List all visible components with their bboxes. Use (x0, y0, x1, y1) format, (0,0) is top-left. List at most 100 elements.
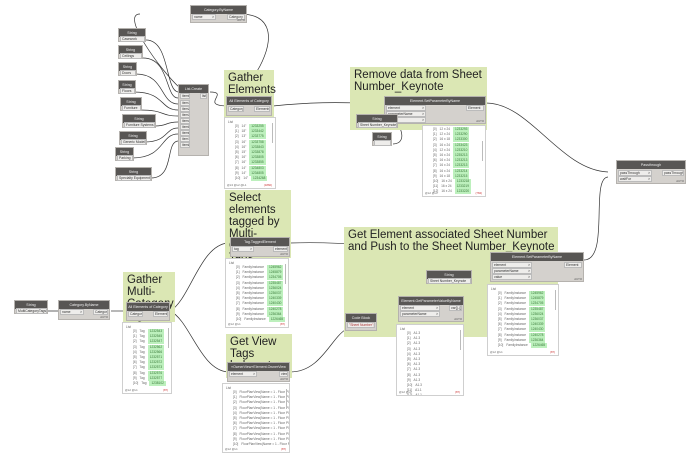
string-input[interactable]: Sheet Number_Keynote (428, 278, 471, 284)
element-id-link[interactable]: 1232576 (147, 370, 165, 376)
list-create-node[interactable]: List.Create item0 item1 item2 item3 item… (178, 84, 209, 156)
element-id-link[interactable]: 1232572 (147, 360, 165, 366)
string-input[interactable]: Ceilings (120, 53, 142, 59)
element-id-link[interactable]: 1233843 (249, 144, 266, 150)
element-id-link[interactable]: 1226465 (530, 342, 548, 348)
port-parametername[interactable]: parameterName> (492, 268, 532, 274)
set-parameter-by-name-node[interactable]: Element.SetParameterByName element> para… (384, 96, 486, 124)
get-parameter-value-node[interactable]: Element.GetParameterValueByName element>… (398, 296, 464, 322)
element-id-link[interactable]: 1240339 (528, 322, 546, 328)
port-category[interactable]: Category (93, 309, 108, 315)
port-element[interactable]: element> (229, 371, 257, 377)
element-id-link[interactable]: 1240339 (266, 296, 284, 302)
set-parameter-by-name-node-2[interactable]: Element.SetParameterByName element> para… (490, 252, 584, 282)
element-id-link[interactable]: 1234705 (266, 275, 284, 281)
port-item1[interactable]: item1 (180, 100, 190, 106)
element-id-link[interactable]: 1233215 (453, 173, 470, 179)
port-value[interactable]: value> (492, 274, 532, 280)
element-id-link[interactable]: 1240430 (266, 301, 284, 307)
element-id-link[interactable]: 1245879 (266, 270, 284, 276)
element-id-link[interactable]: 1235487 (528, 306, 546, 312)
element-id-link[interactable]: 1233255 (249, 124, 266, 130)
port-parametername[interactable]: parameterName> (400, 311, 440, 317)
element-id-link[interactable]: 1233214 (453, 168, 470, 174)
element-id-link[interactable]: 1236024 (266, 285, 284, 291)
port-passthrough-out[interactable]: passThrough (662, 170, 684, 176)
port-element-out[interactable]: element (273, 246, 288, 252)
port-item2[interactable]: item2 (180, 106, 190, 112)
passthrough-node[interactable]: Passthrough passThrough> waitFor> passTh… (616, 160, 686, 184)
string-input[interactable]: Furniture (122, 105, 141, 111)
port-item0[interactable]: item0 (180, 93, 190, 99)
owner-view-node[interactable]: «OwnerView»Element.OwnerView element> vi… (227, 362, 290, 382)
string-input[interactable]: MultiCategoryTags (16, 308, 47, 314)
string-input[interactable]: Furniture Systems (124, 122, 155, 128)
tag-tagged-element-node[interactable]: Tag.TaggedElement tag> element AUTO (230, 237, 290, 257)
port-name[interactable]: name> (192, 14, 216, 20)
port-item4[interactable]: item4 (180, 118, 190, 124)
string-input[interactable]: Generic Models (121, 139, 146, 145)
element-id-link[interactable]: 1236024 (528, 311, 546, 317)
element-id-link[interactable]: 1233878 (249, 150, 266, 156)
string-input[interactable]: Casework (120, 36, 145, 42)
port-item3[interactable]: item3 (180, 112, 190, 118)
port-list[interactable]: list (200, 93, 207, 99)
port-name[interactable]: name> (60, 309, 84, 315)
port-view[interactable]: view (279, 371, 288, 377)
string-input[interactable] (374, 140, 391, 146)
element-id-link[interactable]: 1233218 (454, 178, 472, 184)
preview-owner-view[interactable]: List [0]FloorPlanView(Name = 1 - Floor P… (222, 383, 290, 453)
element-id-link[interactable]: 1233300 (453, 137, 470, 143)
category-byname-node[interactable]: Category.ByName name> Category AUTO (190, 5, 247, 23)
port-element[interactable]: element> (492, 262, 532, 268)
all-elements-of-category-node[interactable]: All Elements of Category Category Elemen… (226, 96, 272, 116)
element-id-link[interactable]: 1233758 (249, 139, 266, 145)
port-item7[interactable]: item7 (180, 136, 190, 142)
element-id-link[interactable]: 1245962 (266, 265, 284, 271)
element-id-link[interactable]: 1240430 (528, 327, 546, 333)
element-id-link[interactable]: 1234803 (249, 165, 266, 171)
element-id-link[interactable]: 1233213 (453, 163, 470, 169)
element-id-link[interactable]: 1232543 (147, 329, 165, 335)
preview-gather-elements[interactable]: List [0]14"1233255[1]18"1233442[2]13"123… (224, 117, 276, 189)
element-id-link[interactable]: 1233293 (453, 127, 470, 133)
port-category[interactable]: Category (228, 106, 244, 112)
element-id-link[interactable]: 1233213 (453, 158, 470, 164)
port-element[interactable]: element> (386, 105, 426, 111)
string-input[interactable]: Specialty Equipment (117, 175, 151, 181)
element-id-link[interactable]: 1233855 (249, 160, 266, 166)
port-elements[interactable]: Elements (254, 106, 270, 112)
port-waitfor[interactable]: waitFor> (618, 176, 652, 182)
port-item5[interactable]: item5 (180, 124, 190, 130)
element-id-link[interactable]: 1232566 (147, 349, 165, 355)
element-id-link[interactable]: 1232571 (147, 355, 165, 361)
element-id-link[interactable]: 1234805 (249, 170, 266, 176)
all-elements-of-category-node-2[interactable]: All Elements of Category Category Elemen… (126, 302, 170, 321)
port-category[interactable]: Category (128, 311, 143, 317)
port-element[interactable]: element> (400, 305, 440, 311)
port-elements[interactable]: Elements (153, 311, 168, 317)
category-byname-node-2[interactable]: Category.ByName name> Category AUTO (58, 300, 110, 320)
element-id-link[interactable]: 1245962 (528, 291, 546, 297)
preview-get-parameter[interactable]: List [0]A1.3[1]A1.3[2]A1.3[3]A1.3[4]A1.3… (396, 324, 464, 396)
element-id-link[interactable]: 1235213 (453, 153, 470, 159)
element-id-link[interactable]: 1232547 (147, 339, 165, 345)
element-id-link[interactable]: 1236037 (266, 291, 284, 297)
element-id-link[interactable]: 1233442 (249, 129, 266, 135)
element-id-link[interactable]: 1236037 (528, 317, 546, 323)
element-id-link[interactable]: 1233775 (249, 134, 266, 140)
code-block-node[interactable]: Code Block "Sheet Number"; (345, 313, 377, 331)
